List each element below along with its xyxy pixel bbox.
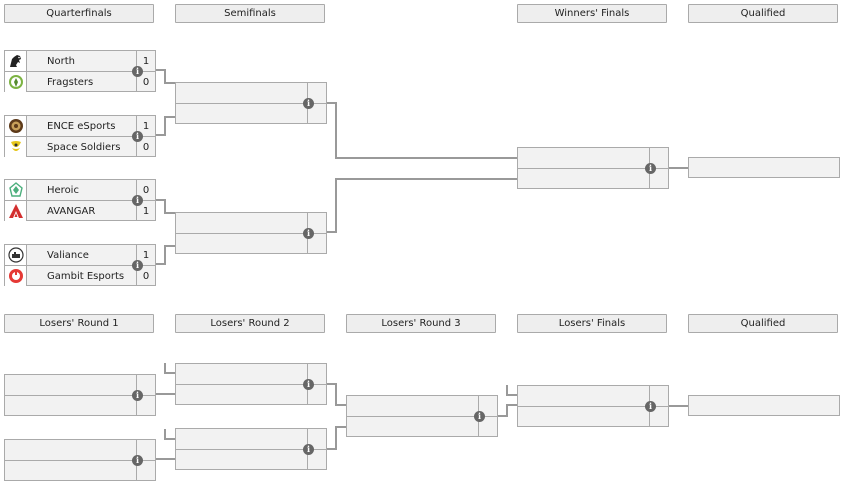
heroic-logo-icon — [5, 180, 27, 200]
team-slot[interactable]: North 1 — [5, 51, 155, 71]
quarterfinal-match-2[interactable]: ENCE eSports 1 Space Soldiers 0 i — [4, 115, 156, 157]
header-qualified-top: Qualified — [688, 4, 838, 23]
header-losers-round-1: Losers' Round 1 — [4, 314, 154, 333]
team-score: 0 — [142, 184, 150, 196]
losers-round-1-match-1[interactable]: i — [4, 374, 156, 416]
team-name: North — [47, 55, 75, 67]
losers-round-2-match-2[interactable]: i — [175, 428, 327, 470]
info-icon[interactable]: i — [132, 66, 143, 77]
north-logo-icon — [5, 51, 27, 71]
team-name: Valiance — [47, 249, 89, 261]
header-winners-finals: Winners' Finals — [517, 4, 667, 23]
info-icon[interactable]: i — [132, 131, 143, 142]
team-name: Fragsters — [47, 76, 94, 88]
header-losers-round-3: Losers' Round 3 — [346, 314, 496, 333]
info-icon[interactable]: i — [303, 228, 314, 239]
semifinal-match-2[interactable]: i — [175, 212, 327, 254]
team-score: 0 — [142, 141, 150, 153]
losers-final-match[interactable]: i — [517, 385, 669, 427]
team-slot[interactable]: Gambit Esports 0 — [5, 266, 155, 286]
quarterfinal-match-1[interactable]: North 1 Fragsters 0 i — [4, 50, 156, 92]
header-losers-finals: Losers' Finals — [517, 314, 667, 333]
team-score: 1 — [142, 249, 150, 261]
header-quarterfinals: Quarterfinals — [4, 4, 154, 23]
info-icon[interactable]: i — [132, 455, 143, 466]
team-slot[interactable]: Valiance 1 — [5, 245, 155, 265]
team-slot[interactable]: Fragsters 0 — [5, 72, 155, 92]
ence-logo-icon — [5, 116, 27, 136]
info-icon[interactable]: i — [132, 195, 143, 206]
losers-round-3-match[interactable]: i — [346, 395, 498, 437]
team-slot[interactable]: ENCE eSports 1 — [5, 116, 155, 136]
team-score: 0 — [142, 270, 150, 282]
team-score: 1 — [142, 120, 150, 132]
team-slot[interactable]: AVANGAR 1 — [5, 201, 155, 221]
avangar-logo-icon — [5, 201, 27, 221]
team-score: 1 — [142, 205, 150, 217]
quarterfinal-match-3[interactable]: Heroic 0 AVANGAR 1 i — [4, 179, 156, 221]
team-slot[interactable]: Space Soldiers 0 — [5, 137, 155, 157]
team-score: 0 — [142, 76, 150, 88]
team-name: ENCE eSports — [47, 120, 116, 132]
space-soldiers-logo-icon — [5, 137, 27, 157]
team-name: Gambit Esports — [47, 270, 125, 282]
qualified-slot-top[interactable] — [688, 157, 840, 178]
team-name: AVANGAR — [47, 205, 96, 217]
info-icon[interactable]: i — [645, 401, 656, 412]
header-qualified-bottom: Qualified — [688, 314, 838, 333]
info-icon[interactable]: i — [303, 98, 314, 109]
header-semifinals: Semifinals — [175, 4, 325, 23]
valiance-logo-icon — [5, 245, 27, 265]
gambit-logo-icon — [5, 266, 27, 286]
info-icon[interactable]: i — [303, 444, 314, 455]
info-icon[interactable]: i — [645, 163, 656, 174]
info-icon[interactable]: i — [303, 379, 314, 390]
team-name: Space Soldiers — [47, 141, 121, 153]
fragsters-logo-icon — [5, 72, 27, 92]
winners-final-match[interactable]: i — [517, 147, 669, 189]
team-slot[interactable]: Heroic 0 — [5, 180, 155, 200]
semifinal-match-1[interactable]: i — [175, 82, 327, 124]
team-score: 1 — [142, 55, 150, 67]
team-name: Heroic — [47, 184, 79, 196]
losers-round-1-match-2[interactable]: i — [4, 439, 156, 481]
info-icon[interactable]: i — [474, 411, 485, 422]
header-losers-round-2: Losers' Round 2 — [175, 314, 325, 333]
qualified-slot-bottom[interactable] — [688, 395, 840, 416]
quarterfinal-match-4[interactable]: Valiance 1 Gambit Esports 0 i — [4, 244, 156, 286]
losers-round-2-match-1[interactable]: i — [175, 363, 327, 405]
info-icon[interactable]: i — [132, 260, 143, 271]
info-icon[interactable]: i — [132, 390, 143, 401]
